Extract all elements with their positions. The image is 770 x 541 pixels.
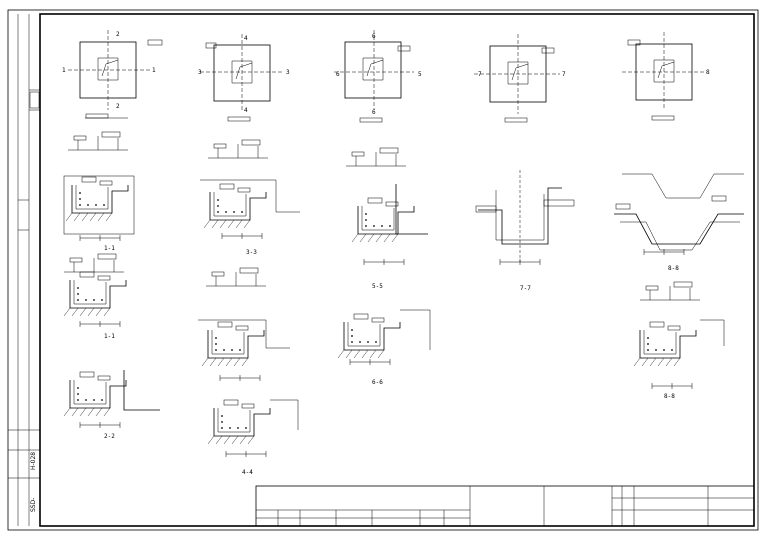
plan-2-grid-top: 4 [244,35,248,42]
drawing-number: H-028 [30,452,37,470]
section-detail-7-7: 7-7 [475,170,575,292]
project-label: SSD- [30,498,37,512]
section-4-4-label: 4-4 [242,469,253,476]
sidebar-vertical-note-box [29,91,40,109]
plan-1-cut-right: 1 [152,67,156,74]
plan-1-grid-top: 2 [116,31,120,38]
plan-3-cut-left: 6 [336,71,340,78]
section-detail-2-2: 2-2 [63,370,160,440]
plan-view-2: 4 3 3 4 [198,34,290,122]
plan-3-grid-bottom: 6 [372,109,376,116]
section-8-8-label: 8-8 [668,265,679,272]
section-detail-5-5: 5-5 [345,147,428,290]
section-8-8b-label: 8-8 [664,393,675,400]
plan-view-1: 2 1 1 2 [62,30,163,119]
section-detail-3-3b [198,267,290,382]
plan-1-cut-left: 1 [62,67,66,74]
section-detail-4-4: 4-4 [207,399,299,476]
plan-2-cut-left: 3 [198,69,202,76]
section-1-1b-label: 1-1 [104,333,115,340]
plan-2-cut-right: 3 [286,69,290,76]
section-detail-6-6: 6-6 [337,309,431,386]
section-6-6-label: 6-6 [372,379,383,386]
section-1-1-label: 1-1 [104,245,115,252]
section-detail-1-1: 1-1 [63,131,135,252]
plan-2-grid-bottom: 4 [244,107,248,114]
section-detail-8-8: 8-8 [614,173,744,272]
left-sidebar: SSD- H-028 [8,14,40,526]
plan-1-grid-bottom: 2 [116,103,120,110]
plan-view-3: 6 6 5 6 [334,30,422,123]
plan-4-cut-left: 7 [478,71,482,78]
sheet-outer-border [7,9,759,531]
section-detail-1-1b: 1-1 [63,253,127,340]
plan-view-5: 8 [622,32,710,121]
title-block [255,485,755,527]
plan-5-cut-right: 8 [706,69,710,76]
section-detail-8-8b: 8-8 [633,281,725,400]
section-detail-3-3: 3-3 [200,139,300,256]
plan-view-4: 7 7 [474,34,566,123]
section-5-5-label: 5-5 [372,283,383,290]
section-2-2-label: 2-2 [104,433,115,440]
plan-3-cut-right: 5 [418,71,422,78]
sheet-inner-border [39,13,755,527]
section-3-3-label: 3-3 [246,249,257,256]
section-7-7-label: 7-7 [520,285,531,292]
plan-4-cut-right: 7 [562,71,566,78]
plan-3-grid-top: 6 [372,33,376,40]
